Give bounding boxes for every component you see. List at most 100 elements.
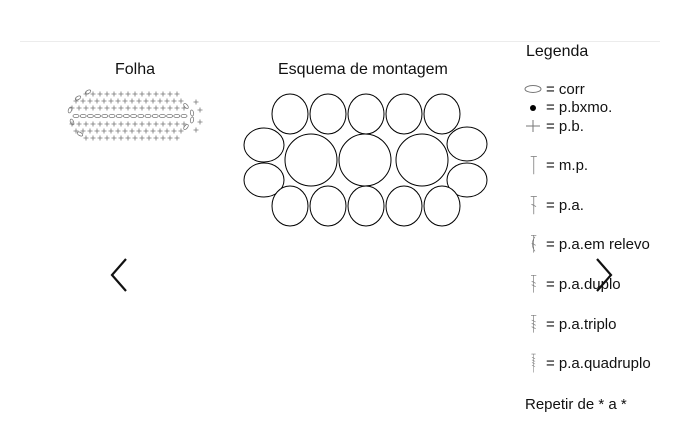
legend-item-mp: = m.p.	[524, 155, 588, 175]
stitch-oval	[159, 113, 166, 118]
stitch-cross	[193, 99, 199, 105]
stitch-cross	[97, 135, 103, 141]
stitch-cross	[104, 91, 110, 97]
stitch-cross	[76, 105, 82, 111]
stitch-cross	[125, 105, 131, 111]
chevron-left-icon[interactable]	[106, 255, 134, 295]
stitch-cross	[90, 121, 96, 127]
stitch-cross	[125, 91, 131, 97]
stitch-cross	[90, 135, 96, 141]
leaf-oval	[446, 126, 488, 162]
slip-stitch-dot-icon	[530, 105, 536, 111]
stitch-cross	[143, 98, 149, 104]
legend-label: = p.a.quadruplo	[546, 354, 651, 372]
stitch-oval	[79, 113, 87, 118]
stitch-cross	[160, 91, 166, 97]
leaf-title: Folha	[115, 61, 156, 78]
stitch-oval	[151, 113, 159, 118]
stitch-cross	[129, 98, 135, 104]
leaf-oval	[243, 162, 285, 198]
stitch-cross	[197, 119, 203, 125]
stitch-oval	[101, 113, 109, 118]
stitch-cross	[167, 105, 173, 111]
leaf-oval	[385, 93, 423, 135]
legend-label: = p.a.em relevo	[546, 235, 650, 253]
stitch-cross	[150, 128, 156, 134]
stitch-cross	[174, 91, 180, 97]
stitch-cross	[83, 135, 89, 141]
quadruple-treble-icon	[531, 353, 536, 373]
stitch-cross	[76, 121, 82, 127]
leaf-oval	[309, 185, 347, 227]
stitch-cross	[178, 128, 184, 134]
stitch-cross	[164, 98, 170, 104]
stitch-cross	[122, 128, 128, 134]
stitch-oval	[69, 118, 75, 126]
leaf-oval	[423, 185, 461, 227]
stitch-cross	[125, 121, 131, 127]
assembly-title: Esquema de montagem	[278, 61, 448, 78]
stitch-cross	[132, 135, 138, 141]
legend-label: = p.a.duplo	[546, 275, 621, 293]
stitch-cross	[136, 98, 142, 104]
stitch-oval	[137, 113, 145, 118]
stitch-cross	[94, 128, 100, 134]
stitch-cross	[171, 98, 177, 104]
stitch-cross	[132, 121, 138, 127]
stitch-oval	[183, 124, 189, 130]
stitch-cross	[178, 98, 184, 104]
half-double-crochet-icon	[530, 156, 537, 175]
stitch-cross	[115, 98, 121, 104]
stitch-cross	[132, 91, 138, 97]
stitch-cross	[115, 128, 121, 134]
legend-item-pa-relevo: = p.a.em relevo	[524, 234, 650, 254]
triple-treble-icon	[531, 315, 537, 333]
stitch-cross	[108, 128, 114, 134]
stitch-cross	[94, 98, 100, 104]
stitch-cross	[139, 105, 145, 111]
center-circle	[284, 133, 338, 187]
stitch-cross	[167, 91, 173, 97]
legend-label: = p.bxmo.	[546, 98, 613, 116]
stitch-cross	[118, 105, 124, 111]
stitch-cross	[174, 105, 180, 111]
stitch-cross	[129, 128, 135, 134]
stitch-oval	[108, 113, 116, 118]
stitch-cross	[111, 121, 117, 127]
relief-double-crochet-icon	[531, 235, 537, 253]
leaf-oval	[446, 162, 488, 198]
stitch-cross	[167, 121, 173, 127]
stitch-cross	[160, 135, 166, 141]
stitch-cross	[125, 135, 131, 141]
stitch-oval	[183, 103, 189, 109]
stitch-cross	[104, 121, 110, 127]
stitch-cross	[197, 107, 203, 113]
assembly-chart	[243, 93, 488, 227]
stitch-cross	[153, 135, 159, 141]
stitch-cross	[146, 135, 152, 141]
stitch-cross	[153, 105, 159, 111]
repeat-note: Repetir de * a *	[525, 396, 627, 413]
stitch-cross	[181, 121, 187, 127]
stitch-oval	[67, 106, 73, 114]
legend-label: = p.b.	[546, 117, 584, 135]
double-treble-icon	[531, 275, 537, 293]
legend-item-corr: = corr	[524, 79, 585, 99]
stitch-cross	[174, 121, 180, 127]
stitch-oval	[76, 131, 84, 137]
leaf-oval	[271, 185, 309, 227]
stitch-cross	[146, 91, 152, 97]
legend-item-pa-duplo: = p.a.duplo	[524, 274, 621, 294]
stitch-cross	[90, 91, 96, 97]
stitch-cross	[111, 91, 117, 97]
stitch-cross	[101, 128, 107, 134]
leaf-oval	[347, 185, 385, 227]
legend-item-pbxmo: = p.bxmo.	[524, 97, 612, 117]
stitch-cross	[87, 98, 93, 104]
chevron-right-icon[interactable]	[591, 255, 619, 295]
leaf-oval	[271, 93, 309, 135]
leaf-oval	[347, 93, 385, 135]
stitch-cross	[167, 135, 173, 141]
stitch-cross	[160, 105, 166, 111]
stitch-cross	[174, 135, 180, 141]
